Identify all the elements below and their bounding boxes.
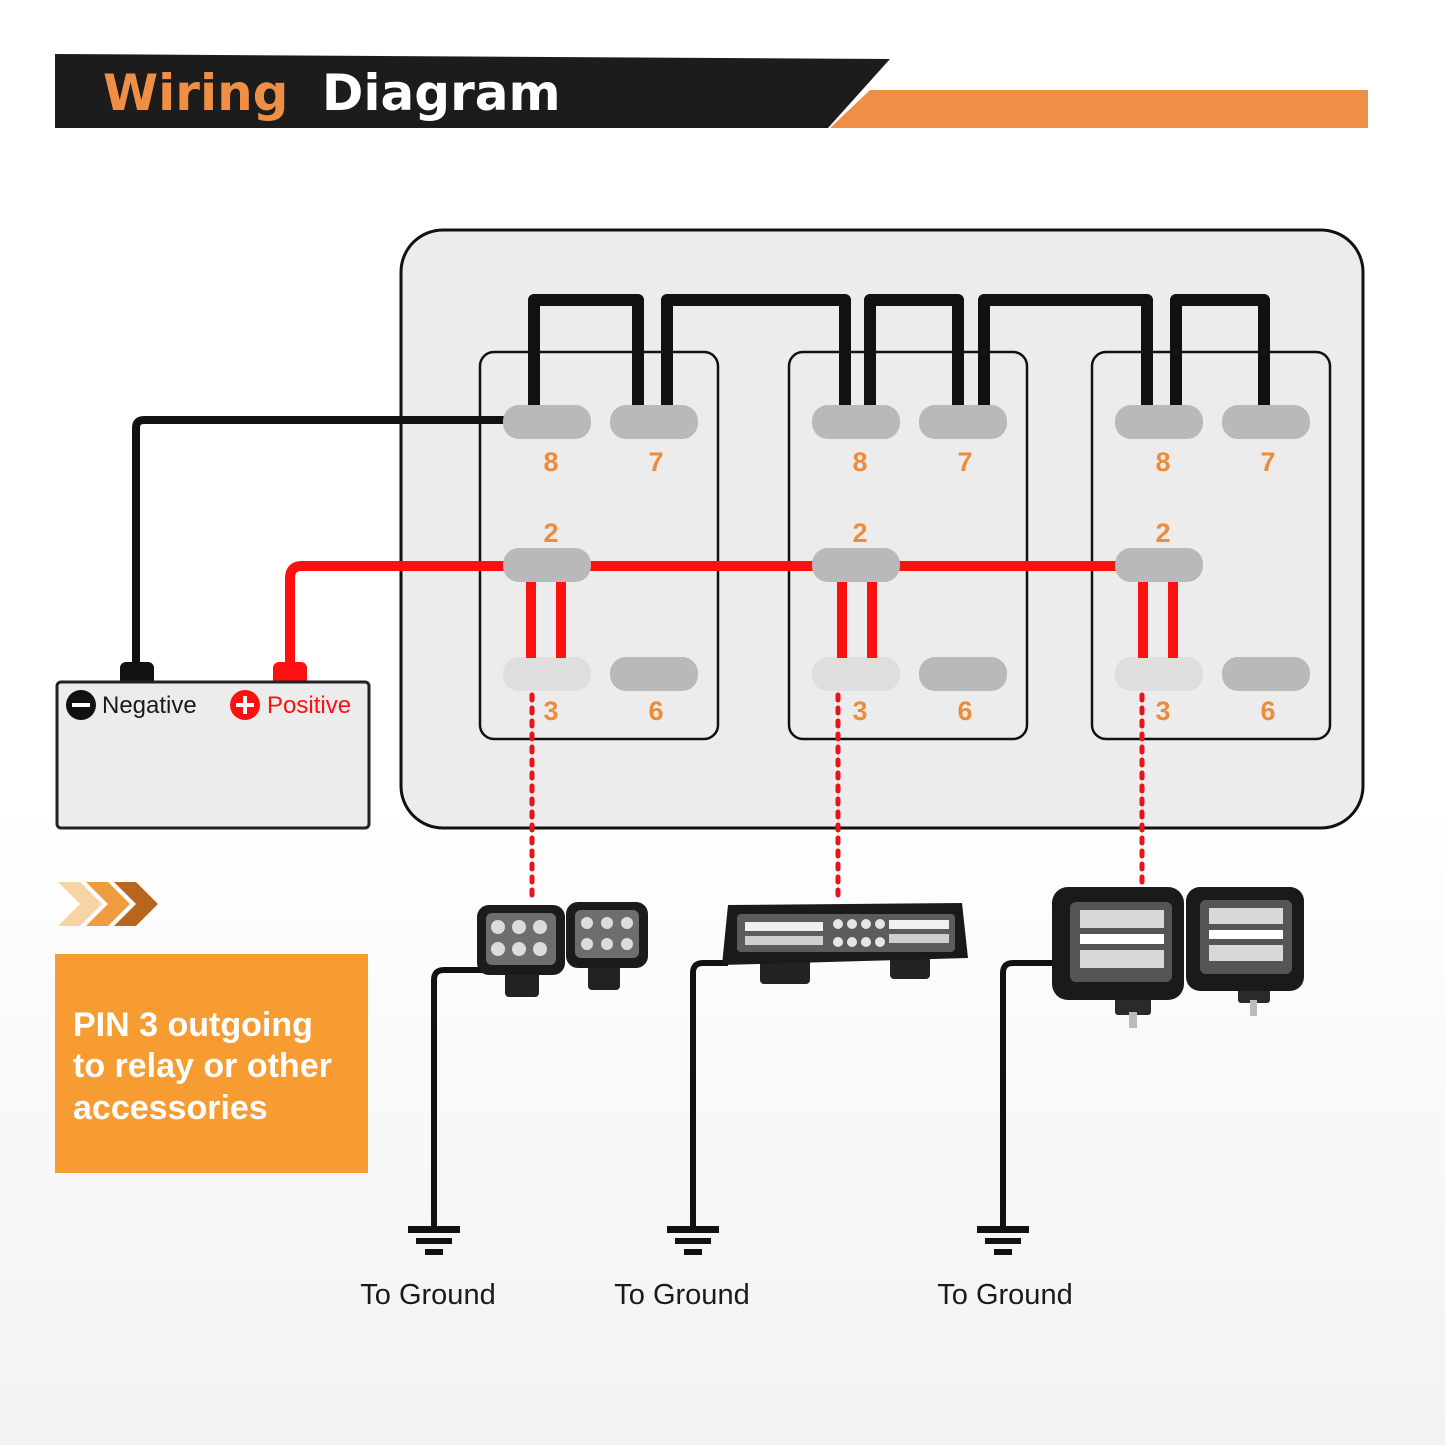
output-dotted-lines xyxy=(529,692,1145,903)
pin-label-2: 2 xyxy=(543,518,558,548)
pin-labels: 8 7 2 3 6 8 7 2 3 6 8 7 2 3 6 xyxy=(543,447,1275,726)
switch-module xyxy=(1090,350,1332,741)
dual-row-pod-light-pair-icon xyxy=(1052,887,1304,1028)
battery: Negative Positive xyxy=(55,662,371,830)
pin-label-3: 3 xyxy=(543,696,558,726)
pin-label-7: 7 xyxy=(957,447,972,477)
pin3-note-box: PIN 3 outgoing to relay or other accesso… xyxy=(55,954,368,1173)
jumper-wire-1 xyxy=(528,294,644,405)
pin-label-2: 2 xyxy=(1155,518,1170,548)
switch-pin-7 xyxy=(919,405,1007,439)
jumper-wires xyxy=(528,294,1270,405)
negative-wire xyxy=(132,416,505,665)
note-line-3: accessories xyxy=(73,1089,268,1127)
ground-symbol-icon xyxy=(977,1226,1029,1255)
positive-terminal xyxy=(273,662,307,686)
ground-wire-1 xyxy=(431,967,485,1228)
positive-wire xyxy=(285,561,1130,665)
switch-pins xyxy=(503,405,1310,691)
negative-label: Negative xyxy=(102,692,197,719)
switch-pin-6 xyxy=(610,657,698,691)
ground-symbols xyxy=(408,1226,1029,1255)
ground-label-2: To Ground xyxy=(614,1279,749,1311)
switch-pin-6 xyxy=(919,657,1007,691)
title-banner: Wiring Diagram xyxy=(55,54,1368,128)
dual-row-pod-light-icon xyxy=(1052,887,1184,1028)
pin-label-6: 6 xyxy=(1260,696,1275,726)
switch-pin-3 xyxy=(1115,657,1203,691)
jumper-wire-5 xyxy=(1170,294,1270,405)
switch-pin-8 xyxy=(812,405,900,439)
chevron-arrows-icon xyxy=(58,882,158,926)
ground-label-1: To Ground xyxy=(360,1279,495,1311)
title-word-wiring: Wiring xyxy=(103,64,288,122)
battery-body xyxy=(55,680,371,830)
minus-icon xyxy=(66,690,96,720)
ground-wire-2 xyxy=(690,960,728,1228)
switch-module xyxy=(478,350,720,741)
ground-symbol-icon xyxy=(667,1226,719,1255)
switch-modules xyxy=(478,350,1332,741)
pin-label-8: 8 xyxy=(543,447,558,477)
pin-label-3: 3 xyxy=(852,696,867,726)
dual-row-pod-light-icon xyxy=(1186,887,1304,1016)
title-black-bar xyxy=(55,54,890,128)
pin-label-8: 8 xyxy=(1155,447,1170,477)
note-line-2: to relay or other xyxy=(73,1047,332,1085)
switch-pin-7 xyxy=(610,405,698,439)
svg-text:Wiring Diagram: Wiring Diagram xyxy=(103,64,561,122)
plus-icon xyxy=(230,690,260,720)
pod-light-pair-icon xyxy=(477,902,648,997)
light-bar-icon xyxy=(722,903,968,984)
switch-pin-3 xyxy=(812,657,900,691)
jumper-wire-4 xyxy=(978,294,1153,405)
jumper-wire-2 xyxy=(661,294,851,405)
ground-label-3: To Ground xyxy=(937,1279,1072,1311)
ground-wires xyxy=(431,960,1055,1228)
title-orange-stripe xyxy=(830,90,1368,128)
pin-label-8: 8 xyxy=(852,447,867,477)
negative-terminal xyxy=(120,662,154,686)
switch-pin-8 xyxy=(1115,405,1203,439)
pod-light-icon xyxy=(477,905,565,997)
switch-pin-2 xyxy=(1115,548,1203,582)
pin-label-3: 3 xyxy=(1155,696,1170,726)
switch-module xyxy=(787,350,1029,741)
pin-label-6: 6 xyxy=(957,696,972,726)
note-line-1: PIN 3 outgoing xyxy=(73,1006,313,1044)
ground-symbol-icon xyxy=(408,1226,460,1255)
switch-pin-7 xyxy=(1222,405,1310,439)
switch-pin-2 xyxy=(812,548,900,582)
ground-wire-3 xyxy=(1000,960,1055,1228)
positive-label: Positive xyxy=(267,692,351,719)
pod-light-icon xyxy=(566,902,648,990)
switch-pin-8 xyxy=(503,405,591,439)
switch-pin-6 xyxy=(1222,657,1310,691)
pin-label-6: 6 xyxy=(648,696,663,726)
title-word-diagram: Diagram xyxy=(322,64,561,122)
pin-label-2: 2 xyxy=(852,518,867,548)
pin-label-7: 7 xyxy=(1260,447,1275,477)
pin2-to-pin3-jumpers xyxy=(526,582,1178,658)
pin-label-7: 7 xyxy=(648,447,663,477)
jumper-wire-3 xyxy=(864,294,964,405)
switch-pin-3 xyxy=(503,657,591,691)
switch-pin-2 xyxy=(503,548,591,582)
